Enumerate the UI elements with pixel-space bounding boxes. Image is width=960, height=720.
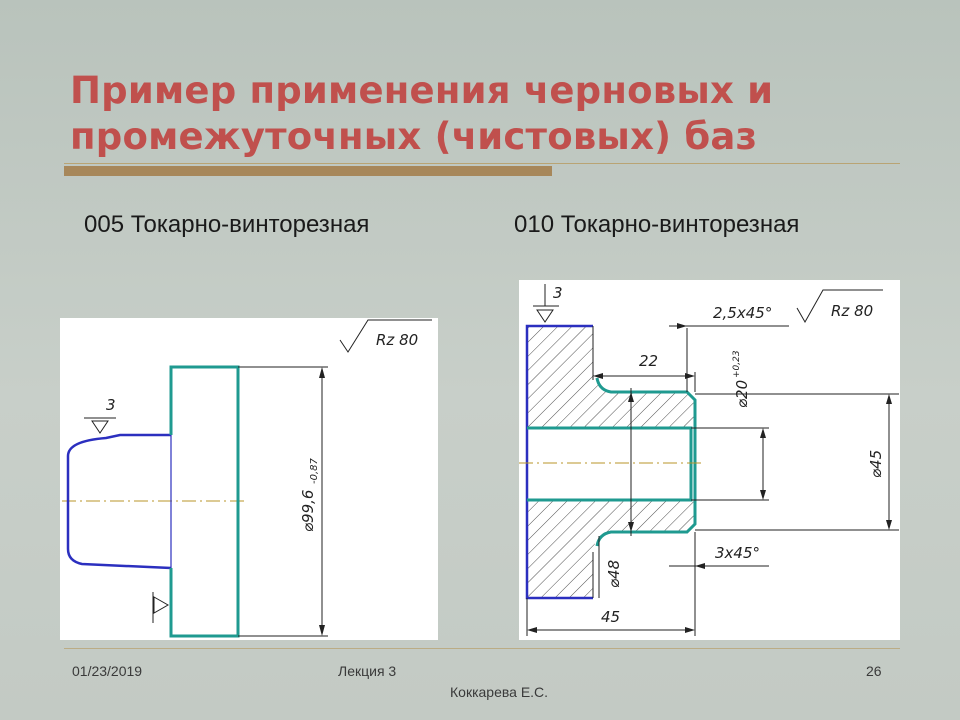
blank-contour [525,324,593,600]
datum-number: 3 [106,396,116,414]
datum-triangle-icon [536,309,554,323]
footer-page-number: 26 [866,663,882,679]
datum-number: 3 [553,284,563,302]
chamfer-top-label: 2,5x45° [713,304,772,322]
machined-bore-contour [527,426,693,502]
slide-title-line-2: промежуточных (чистовых) баз [70,115,758,158]
title-divider-thin [64,163,900,164]
diameter-45-label: ⌀45 [867,450,885,478]
arrow-bottom [319,625,325,636]
roughness-label: Rz 80 [831,302,873,320]
arrow-bore-top [628,392,634,402]
footer-date: 01/23/2019 [72,663,143,679]
arrow-45-right [685,627,695,633]
arrow-top [319,367,325,378]
footer-divider [64,648,900,649]
diameter-main-label: ⌀99,6 [299,490,317,532]
length-45-label: 45 [601,608,620,626]
arrow-bore-bottom [628,522,634,532]
blank-contour [66,433,172,570]
section-hatch-bottom [527,500,695,598]
diameter-tolerance-label: -0,87 [309,457,320,484]
length-22-label: 22 [639,352,658,370]
drawing-010: ⌀20 +0,23 ⌀45 22 2,5x45° Rz 80 3 [519,284,899,636]
operation-label-010: 010 Токарно-винторезная [514,211,800,238]
drawing-010-panel: ⌀20 +0,23 ⌀45 22 2,5x45° Rz 80 3 [519,280,900,640]
arrow-d20-top [760,428,766,438]
footer-author: Коккарева Е.С. [450,684,549,700]
datum-triangle-icon [91,420,109,434]
roughness-sign [339,319,432,353]
arrow-d45-bottom [886,520,892,530]
roughness-label: Rz 80 [376,331,418,349]
machined-contour [169,365,240,638]
arrow-22-left [593,373,603,379]
machined-outer-contour [595,377,697,547]
support-triangle-icon [153,596,170,614]
arrow-chamfer-bottom [695,563,705,569]
arrow-chamfer-top [677,323,687,329]
footer-lecture: Лекция 3 [338,663,397,679]
roughness-sign [796,289,883,324]
operation-label-005: 005 Токарно-винторезная [84,211,370,238]
arrow-d45-top [886,394,892,404]
arrow-45-left [527,627,537,633]
chamfer-bottom-label: 3x45° [715,544,760,562]
title-divider-accent [64,166,552,176]
drawing-005: ⌀99,6 -0,87 Rz 80 3 [62,319,432,638]
diameter-20-tolerance: +0,23 [732,350,742,378]
slide-title-line-1: Пример применения черновых и [70,69,774,112]
arrow-d20-bottom [760,490,766,500]
slide-title: Пример применения черновых и промежуточн… [70,68,910,160]
drawing-005-panel: ⌀99,6 -0,87 Rz 80 3 [60,318,438,640]
section-hatch-top [527,326,695,428]
diameter-48-label: ⌀48 [605,560,623,588]
